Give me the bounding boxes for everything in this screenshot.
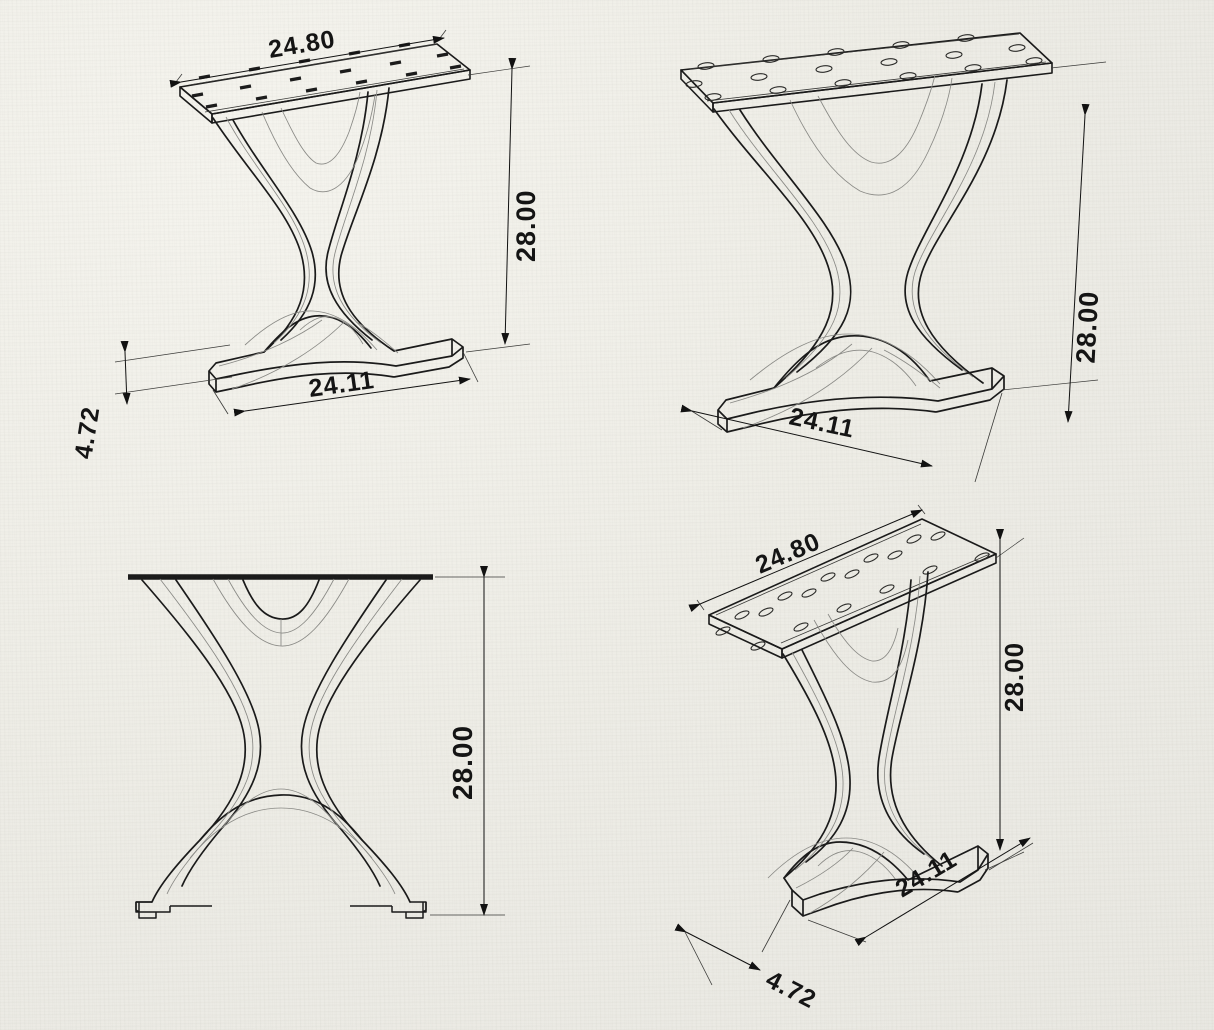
dimension-foot-height: 4.72 (69, 340, 233, 461)
view-top-right-isometric: 28.00 24.11 (680, 32, 1107, 483)
dimension-value: 24.11 (787, 402, 858, 443)
dimension-value: 4.72 (69, 404, 105, 460)
base-body (141, 579, 421, 903)
dimension-overall-height: 28.00 (465, 57, 541, 353)
dimension-value: 28.00 (511, 189, 541, 262)
view-front-elevation: 28.00 (128, 566, 505, 919)
dimension-foot-base-length: 24.11 (807, 837, 1034, 947)
dimension-value: 24.11 (891, 845, 962, 903)
base-body (212, 87, 395, 353)
construction-lines (225, 89, 382, 351)
base-body (782, 571, 943, 881)
dimension-value: 28.00 (1070, 290, 1104, 364)
dimension-top-plate-length: 24.80 (688, 504, 926, 612)
view-bottom-right-isometric: 24.80 28.00 24.11 4.72 (674, 504, 1034, 1014)
top-plate-inner-edges (689, 33, 1047, 102)
dimension-foot-base-length: 24.11 (680, 392, 1003, 483)
bolt-holes (685, 34, 1043, 101)
view-top-left-isometric: 24.80 28.00 24.11 4.72 (69, 25, 541, 461)
dimension-overall-height: 28.00 (984, 529, 1029, 871)
construction-lines (728, 74, 996, 387)
dimension-value: 4.72 (761, 965, 821, 1014)
dimension-top-plate-length: 24.80 (169, 25, 447, 88)
dimension-value: 24.80 (266, 25, 337, 64)
construction-lines (159, 578, 403, 895)
base-body (713, 79, 1008, 389)
dimension-value: 24.11 (307, 366, 376, 403)
dimension-value: 28.00 (447, 725, 478, 800)
construction-lines (767, 575, 934, 883)
dimension-overall-height: 28.00 (1001, 61, 1107, 423)
top-plate (680, 32, 1053, 113)
base-feet (135, 901, 427, 919)
base-foot (717, 367, 1005, 433)
dimension-foot-width: 4.72 (674, 899, 821, 1014)
dimension-overall-height: 28.00 (430, 566, 505, 916)
top-plate (179, 43, 471, 124)
base-foot (783, 845, 989, 917)
bolt-holes (715, 531, 990, 651)
dimension-value: 28.00 (999, 642, 1029, 712)
